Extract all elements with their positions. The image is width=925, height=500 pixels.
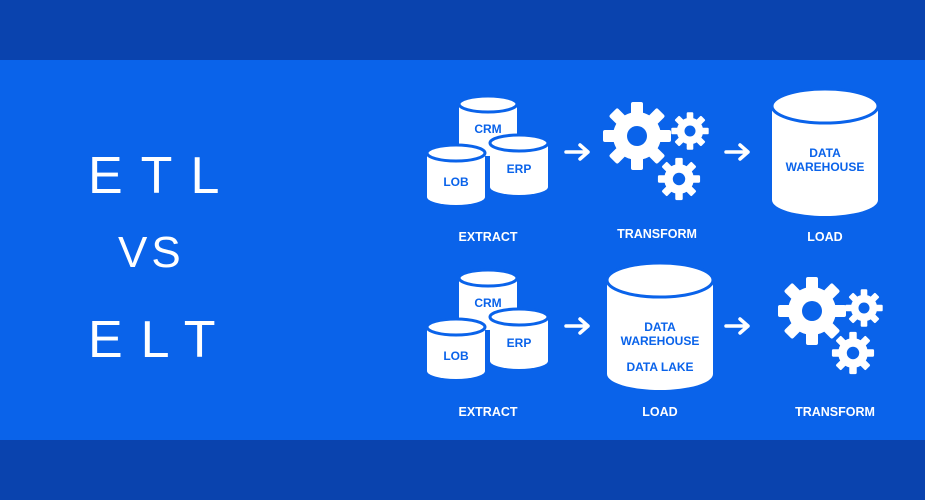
elt-data-lake-label: DATA LAKE xyxy=(626,360,694,374)
etl-transform-label: TRANSFORM xyxy=(617,227,697,241)
etl-extract-label: EXTRACT xyxy=(458,230,518,244)
title-elt: ELT xyxy=(88,311,234,369)
elt-load-label: LOAD xyxy=(642,405,678,419)
etl-crm-label: CRM xyxy=(474,122,502,136)
etl-lob-label: LOB xyxy=(443,175,469,189)
elt-lob-label: LOB xyxy=(443,349,469,363)
elt-crm-label: CRM xyxy=(474,296,502,310)
etl-warehouse-cylinder xyxy=(770,87,880,216)
elt-warehouse-line1: DATA xyxy=(644,320,676,334)
top-band xyxy=(0,0,925,60)
bottom-band xyxy=(0,440,925,500)
etl-warehouse-line2: WAREHOUSE xyxy=(785,160,865,174)
etl-warehouse-line1: DATA xyxy=(809,146,841,160)
etl-arrow-2 xyxy=(724,143,750,161)
elt-warehouse-cylinder xyxy=(605,261,715,390)
elt-transform-label: TRANSFORM xyxy=(795,405,875,419)
elt-arrow-1 xyxy=(564,317,590,335)
elt-arrow-2 xyxy=(724,317,750,335)
elt-erp-label: ERP xyxy=(506,336,532,350)
elt-gears-icon xyxy=(778,277,883,375)
etl-load-label: LOAD xyxy=(807,230,843,244)
title-etl: ETL xyxy=(88,147,238,205)
etl-arrow-1 xyxy=(564,143,590,161)
etl-erp-label: ERP xyxy=(506,162,532,176)
etl-gears-icon xyxy=(603,102,709,201)
elt-extract-label: EXTRACT xyxy=(458,405,518,419)
title-vs: VS xyxy=(118,228,185,277)
elt-warehouse-line2: WAREHOUSE xyxy=(620,334,700,348)
